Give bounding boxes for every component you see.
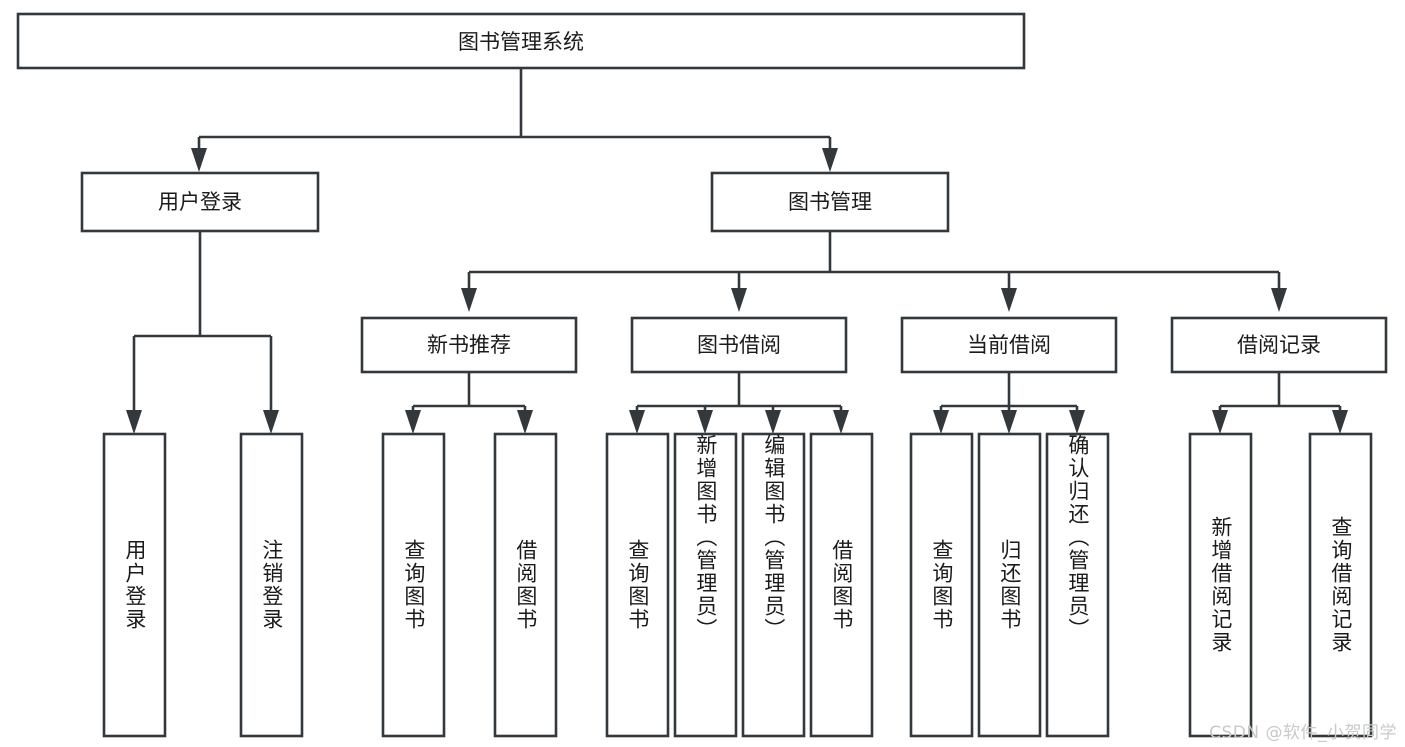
connector-current-borrow-to-leaves xyxy=(933,372,1085,434)
node-book-borrow-label: 图书借阅 xyxy=(697,333,781,357)
arrow-head-icon xyxy=(1332,410,1348,434)
leaf-box-borrow-book-1[interactable] xyxy=(493,432,558,738)
arrow-head-icon xyxy=(833,410,849,434)
node-current-borrow-label: 当前借阅 xyxy=(967,333,1051,357)
connector-book-borrow-to-leaves xyxy=(629,372,849,434)
node-borrow-records[interactable]: 借阅记录 xyxy=(1170,316,1388,374)
node-book-management[interactable]: 图书管理 xyxy=(710,171,950,233)
leaf-box-logout[interactable] xyxy=(239,432,304,738)
leaf-box-confirm-return-admin[interactable] xyxy=(1045,432,1110,738)
arrow-head-icon xyxy=(731,288,747,312)
node-user-login[interactable]: 用户登录 xyxy=(80,171,320,233)
node-user-login-box xyxy=(80,171,320,233)
connector-root-to-level2 xyxy=(191,68,838,172)
arrow-head-icon xyxy=(933,410,949,434)
node-root-label: 图书管理系统 xyxy=(458,30,584,54)
arrow-head-icon xyxy=(126,410,142,434)
leaf-box-query-book-2[interactable] xyxy=(605,432,670,738)
leaf-box-query-book-3[interactable] xyxy=(909,432,974,738)
node-user-login-label: 用户登录 xyxy=(158,190,242,214)
csdn-watermark: CSDN @软件_小贺同学 xyxy=(1209,723,1397,743)
arrow-head-icon xyxy=(629,410,645,434)
arrow-head-icon xyxy=(263,410,279,434)
leaf-box-edit-book-admin[interactable] xyxy=(741,432,806,738)
arrow-head-icon xyxy=(1271,288,1287,312)
connector-borrow-records-to-leaves xyxy=(1212,372,1348,434)
node-borrow-records-label: 借阅记录 xyxy=(1237,333,1321,357)
leaf-box-user-login[interactable] xyxy=(102,432,167,738)
arrow-head-icon xyxy=(1212,410,1228,434)
leaf-box-borrow-book-2[interactable] xyxy=(809,432,874,738)
arrow-head-icon xyxy=(1001,410,1017,434)
connector-new-book-recommend-to-leaves xyxy=(405,372,533,434)
node-book-borrow[interactable]: 图书借阅 xyxy=(630,316,848,374)
leaf-box-add-book-admin[interactable] xyxy=(673,432,738,738)
arrow-head-icon xyxy=(405,410,421,434)
node-root-box xyxy=(16,12,1026,70)
node-current-borrow-box xyxy=(900,316,1118,374)
connector-user-login-to-leaves xyxy=(126,231,279,434)
leaf-box-query-borrow-record[interactable] xyxy=(1308,432,1373,738)
arrow-head-icon xyxy=(765,410,781,434)
node-new-book-recommend-box xyxy=(360,316,578,374)
leaf-box-query-book-1[interactable] xyxy=(381,432,446,738)
node-root[interactable]: 图书管理系统 xyxy=(16,12,1026,70)
arrow-head-icon xyxy=(191,148,207,172)
node-new-book-recommend-label: 新书推荐 xyxy=(427,333,511,357)
arrow-head-icon xyxy=(697,410,713,434)
arrow-head-icon xyxy=(1069,410,1085,434)
arrow-head-icon xyxy=(1001,288,1017,312)
leaf-box-return-book[interactable] xyxy=(977,432,1042,738)
node-book-management-label: 图书管理 xyxy=(788,190,872,214)
arrow-head-icon xyxy=(517,410,533,434)
node-current-borrow[interactable]: 当前借阅 xyxy=(900,316,1118,374)
arrow-head-icon xyxy=(822,148,838,172)
leaf-box-add-borrow-record[interactable] xyxy=(1188,432,1253,738)
connector-book-management-to-level3 xyxy=(461,231,1287,312)
node-new-book-recommend[interactable]: 新书推荐 xyxy=(360,316,578,374)
arrow-head-icon xyxy=(461,288,477,312)
